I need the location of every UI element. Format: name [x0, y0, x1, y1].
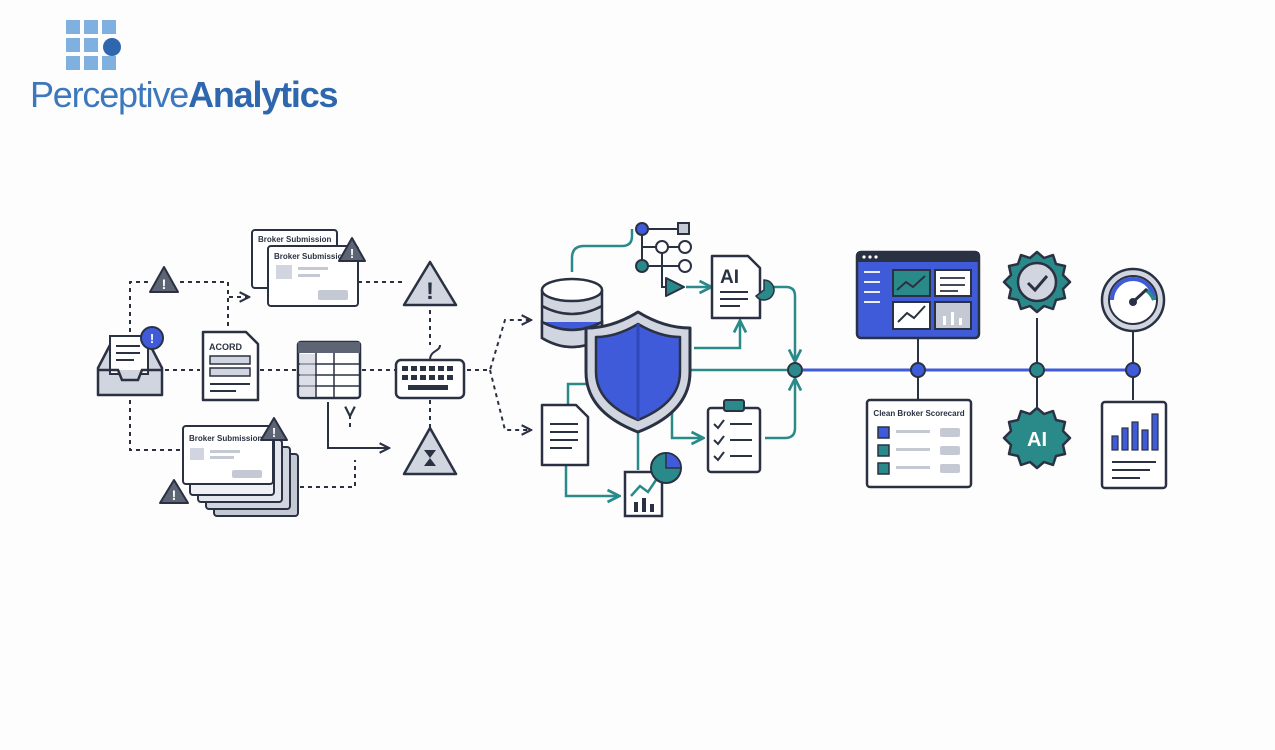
- svg-text:!: !: [150, 331, 154, 346]
- workflow-icon: [635, 222, 692, 297]
- brand-name: PerceptiveAnalytics: [30, 74, 339, 116]
- scorecard-title: Clean Broker Scorecard: [873, 409, 964, 418]
- warning-icon: !: [402, 260, 458, 307]
- output-bus: [787, 318, 1141, 410]
- svg-text:!: !: [162, 276, 167, 292]
- inbox-alert-icon: !: [96, 326, 164, 397]
- svg-text:!: !: [426, 278, 434, 305]
- checklist-icon: [706, 399, 762, 474]
- warning-icon: !: [338, 237, 366, 262]
- chart-report-icon: [623, 452, 682, 518]
- intake-connectors: [129, 281, 530, 488]
- acord-form-icon: ACORD: [201, 330, 260, 402]
- warning-icon: !: [149, 266, 179, 293]
- acord-label: ACORD: [209, 342, 242, 352]
- brand-name-light: Perceptive: [30, 74, 189, 115]
- document-icon: [540, 403, 590, 467]
- hourglass-warning-icon: [402, 426, 458, 476]
- card-title: Broker Submission: [274, 252, 347, 261]
- card-title: Broker Submission: [189, 434, 262, 443]
- warning-icon: !: [260, 417, 288, 441]
- ai-document-icon: AI: [710, 254, 775, 320]
- speedometer-icon: [1100, 267, 1166, 333]
- dashboard-icon: [855, 250, 981, 340]
- keyboard-icon: [394, 344, 466, 400]
- logo-grid-icon: [66, 20, 121, 70]
- card-title: Broker Submission: [258, 235, 331, 244]
- verified-gear-icon: [1002, 250, 1072, 314]
- spreadsheet-icon: [296, 340, 362, 400]
- stacked-documents-icon: Broker Submission: [182, 425, 299, 517]
- broker-submission-card-front: Broker Submission: [267, 245, 359, 307]
- svg-text:!: !: [272, 425, 276, 440]
- solid-connector: [327, 402, 388, 448]
- ai-gear-icon: AI: [1002, 406, 1072, 470]
- svg-text:!: !: [350, 246, 354, 261]
- warning-icon: !: [159, 479, 189, 504]
- ai-doc-label: AI: [720, 267, 739, 288]
- bar-chart-report-icon: [1100, 400, 1168, 490]
- brand-name-bold: Analytics: [188, 74, 338, 115]
- ai-gear-label: AI: [1027, 429, 1047, 451]
- svg-text:!: !: [172, 487, 177, 503]
- shield-icon: [584, 310, 692, 434]
- scorecard-icon: Clean Broker Scorecard: [865, 398, 973, 489]
- brand-logo: PerceptiveAnalytics: [30, 18, 339, 128]
